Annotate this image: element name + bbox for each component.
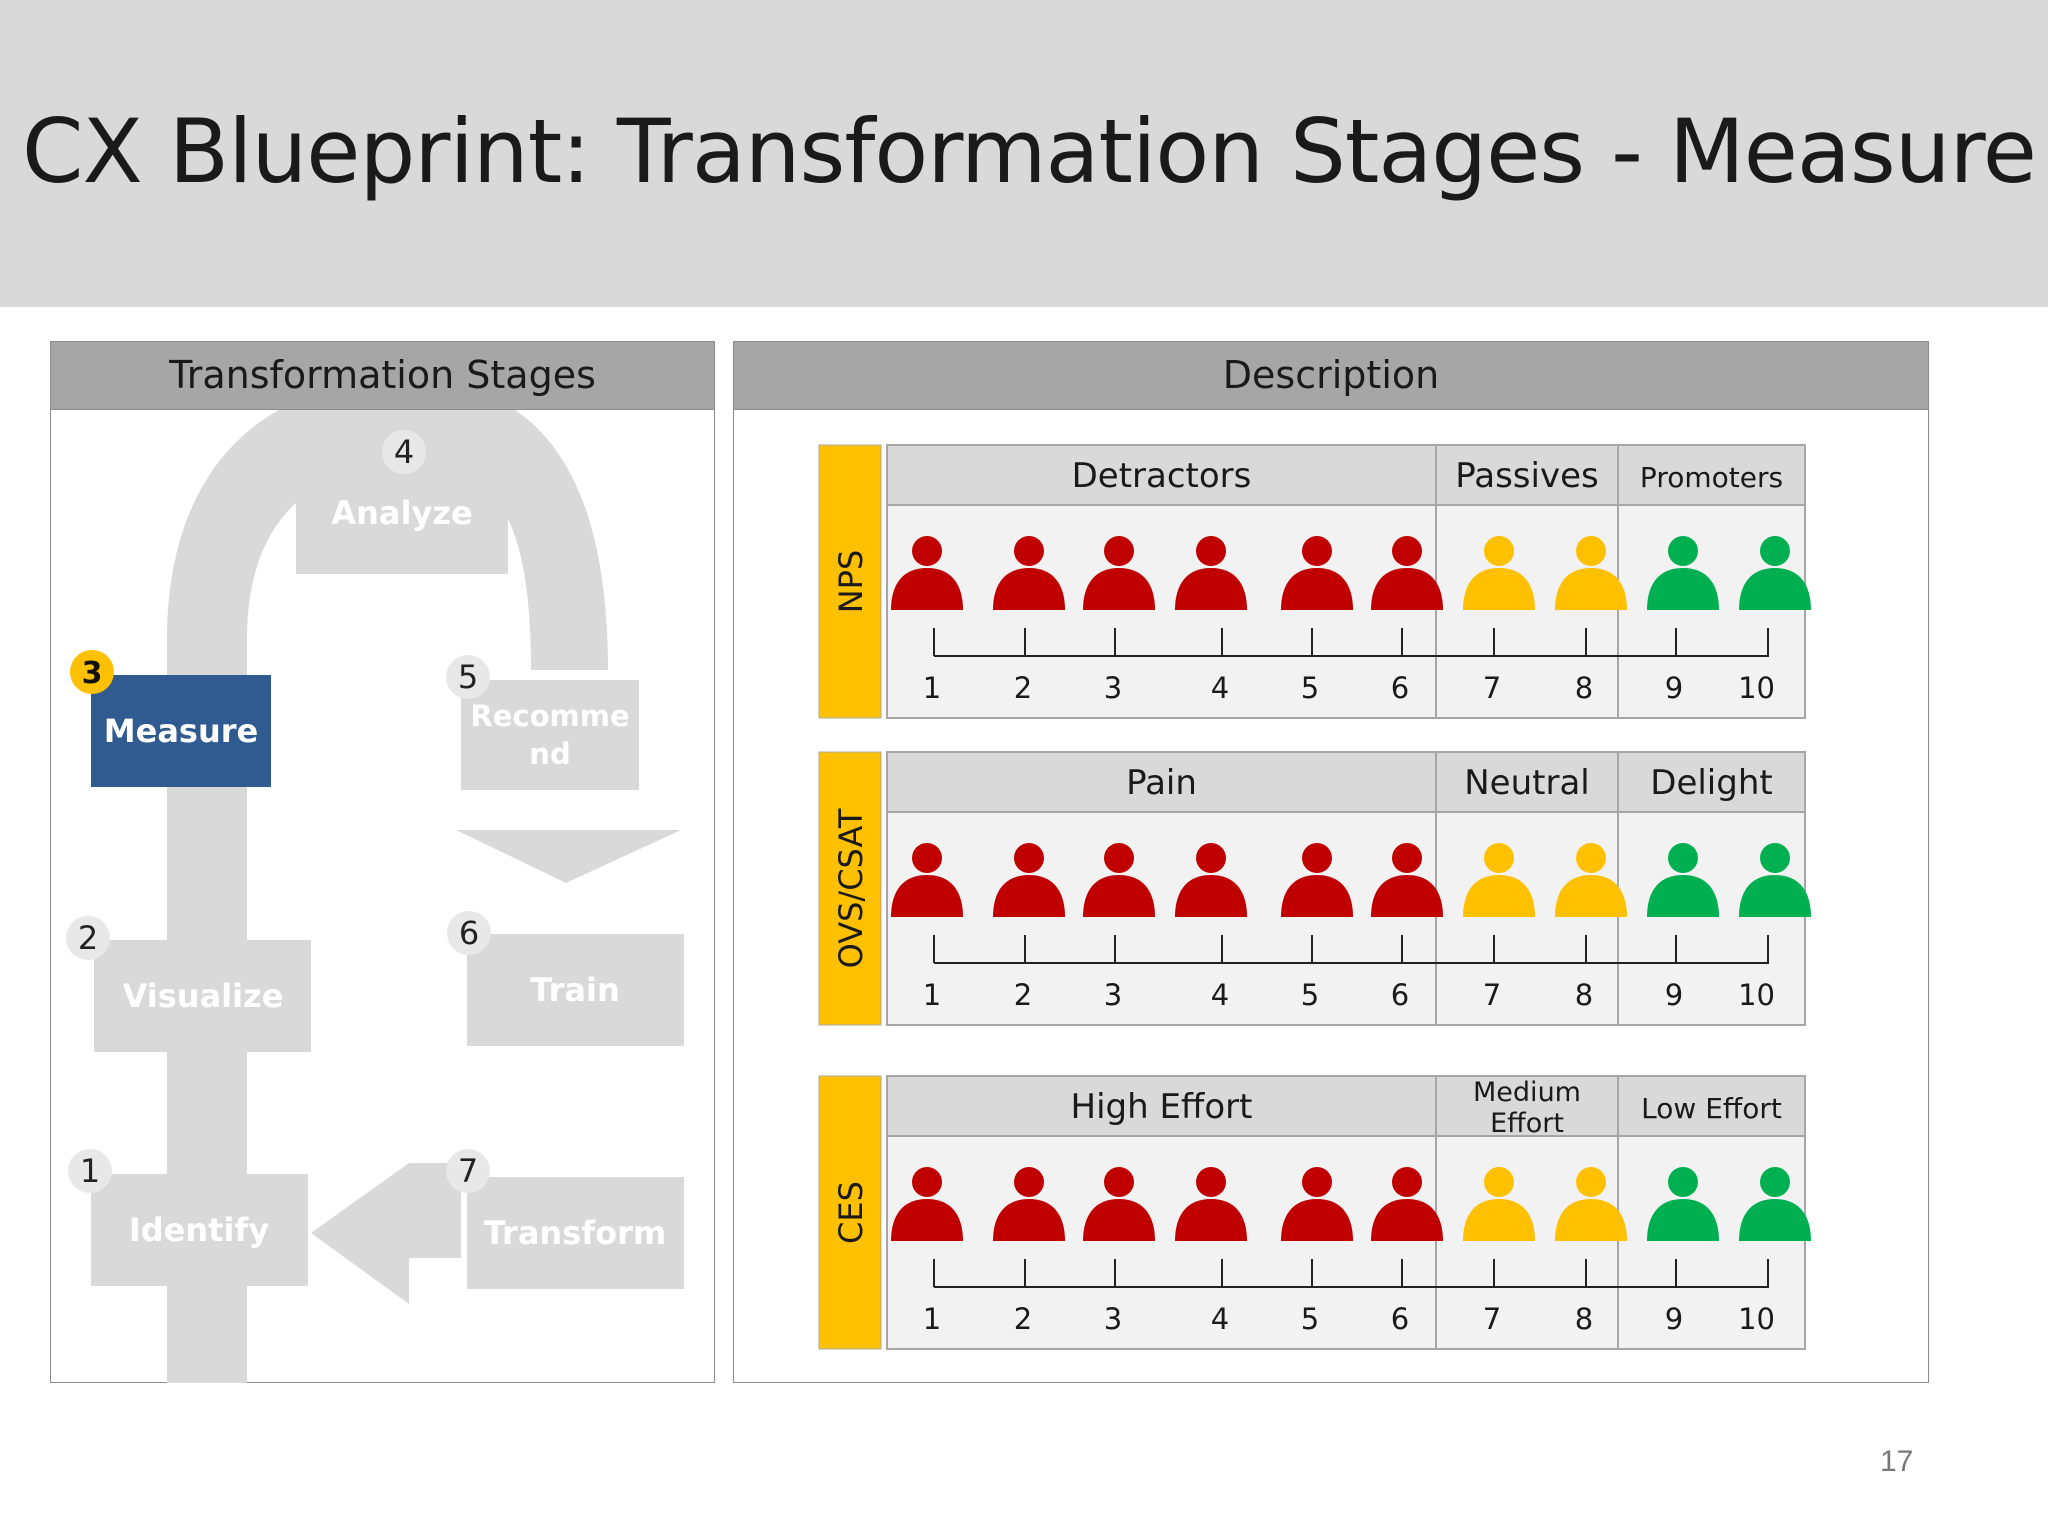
- page-number: 17: [1880, 1445, 1914, 1478]
- scale-number: 4: [1211, 671, 1229, 705]
- scale-number: 2: [1014, 1302, 1032, 1336]
- scale-number: 9: [1665, 671, 1683, 705]
- stage-label-6: Train: [530, 971, 619, 1009]
- group-label: Low Effort: [1641, 1092, 1782, 1125]
- stages-panel: Transformation Stages Analyze Recomme nd…: [50, 341, 715, 1383]
- group-label-line2: Effort: [1490, 1108, 1564, 1139]
- group-label: Passives: [1455, 456, 1598, 496]
- stage-box-6[interactable]: [467, 934, 684, 1046]
- stage-box-1[interactable]: [91, 1174, 308, 1286]
- stage-box-5[interactable]: [461, 680, 639, 790]
- stage-badge-6: 6: [447, 911, 491, 955]
- description-panel: Description NPS Detractors Passives Promote…: [733, 341, 1929, 1383]
- stage-label-3: Measure: [104, 712, 258, 750]
- scale-number: 7: [1483, 1302, 1501, 1336]
- scale-number: 5: [1301, 978, 1319, 1012]
- svg-text:5: 5: [458, 658, 478, 696]
- scale-number: 8: [1575, 1302, 1593, 1336]
- scale-number: 7: [1483, 978, 1501, 1012]
- scale-number: 5: [1301, 671, 1319, 705]
- svg-text:4: 4: [394, 433, 414, 471]
- metric-group-header: [886, 444, 1806, 506]
- scale-number: 1: [923, 978, 941, 1012]
- flow-down-arrow: [456, 750, 681, 883]
- stage-label-7: Transform: [484, 1214, 667, 1252]
- group-label-line1: Medium: [1473, 1077, 1581, 1108]
- stage-badge-7: 7: [446, 1149, 490, 1193]
- title-bar: CX Blueprint: Transformation Stages - Me…: [0, 0, 2048, 307]
- scale-number: 9: [1665, 978, 1683, 1012]
- stage-label-5-line1: Recomme: [470, 699, 629, 733]
- metric-group-header: [886, 1075, 1806, 1137]
- scale-number: 1: [923, 1302, 941, 1336]
- scale-number: 5: [1301, 1302, 1319, 1336]
- scale-number: 7: [1483, 671, 1501, 705]
- group-label: High Effort: [1071, 1087, 1253, 1127]
- scale-number: 6: [1391, 978, 1409, 1012]
- scale-number: 9: [1665, 1302, 1683, 1336]
- scale-number: 3: [1104, 671, 1122, 705]
- stage-label-1: Identify: [129, 1211, 269, 1249]
- stage-box-7[interactable]: [467, 1177, 684, 1289]
- metric-side-bar: [818, 1075, 882, 1350]
- stage-box-4[interactable]: [296, 456, 508, 574]
- scale-number: 6: [1391, 1302, 1409, 1336]
- scale-number: 8: [1575, 978, 1593, 1012]
- scale-number: 6: [1391, 671, 1409, 705]
- metric-block-1: OVS/CSAT Pain Neutral Delight 1 2 3 4 5 6 7 8 9 10: [818, 751, 1811, 1026]
- stage-badge-2: 2: [66, 916, 110, 960]
- metric-block-0: NPS Detractors Passives Promoters 1 2 3 4 5 6 7 8 9 1…: [818, 444, 1811, 719]
- stage-label-5-line2: nd: [529, 737, 570, 771]
- svg-text:6: 6: [459, 914, 479, 952]
- stage-label-2: Visualize: [123, 977, 284, 1015]
- group-label: Detractors: [1072, 456, 1252, 496]
- metric-group-header: [886, 751, 1806, 813]
- description-panel-header: Description: [734, 342, 1928, 410]
- stage-badge-5: 5: [446, 655, 490, 699]
- scale-number: 2: [1014, 978, 1032, 1012]
- scale-number: 10: [1738, 671, 1775, 705]
- scale-number: 4: [1211, 1302, 1229, 1336]
- svg-text:1: 1: [80, 1152, 100, 1190]
- scale-number: 3: [1104, 1302, 1122, 1336]
- metric-side-bar: [818, 444, 882, 719]
- scale-number: 10: [1738, 1302, 1775, 1336]
- stage-box-2[interactable]: [94, 940, 311, 1052]
- metric-side-bar: [818, 751, 882, 1026]
- metric-name: OVS/CSAT: [832, 808, 870, 968]
- stages-panel-header: Transformation Stages: [51, 342, 714, 410]
- flow-left-arrow: [311, 1163, 461, 1304]
- scale-number: 3: [1104, 978, 1122, 1012]
- metrics-diagram: NPS Detractors Passives Promoters 1 2 3 4 5 6 7 8 9 1…: [818, 444, 1811, 1350]
- stage-badge-4: 4: [382, 430, 426, 474]
- slide-title: CX Blueprint: Transformation Stages - Me…: [22, 100, 2037, 203]
- group-label: Delight: [1650, 763, 1772, 803]
- stage-badge-1: 1: [68, 1149, 112, 1193]
- group-label: Pain: [1126, 763, 1197, 803]
- stage-badge-3: 3: [70, 650, 114, 694]
- svg-text:2: 2: [78, 919, 98, 957]
- stage-label-4: Analyze: [331, 494, 472, 532]
- group-label: Promoters: [1640, 461, 1783, 494]
- metric-name: NPS: [832, 550, 870, 614]
- scale-number: 10: [1738, 978, 1775, 1012]
- scale-number: 2: [1014, 671, 1032, 705]
- scale-number: 8: [1575, 671, 1593, 705]
- scale-number: 1: [923, 671, 941, 705]
- group-label: Neutral: [1464, 763, 1590, 803]
- svg-text:7: 7: [458, 1152, 478, 1190]
- scale-number: 4: [1211, 978, 1229, 1012]
- metric-name: CES: [832, 1181, 870, 1244]
- stages-diagram: Analyze Recomme nd Measure Visualize Tra…: [66, 410, 684, 1383]
- stage-box-3[interactable]: [91, 675, 271, 787]
- svg-text:3: 3: [82, 656, 103, 691]
